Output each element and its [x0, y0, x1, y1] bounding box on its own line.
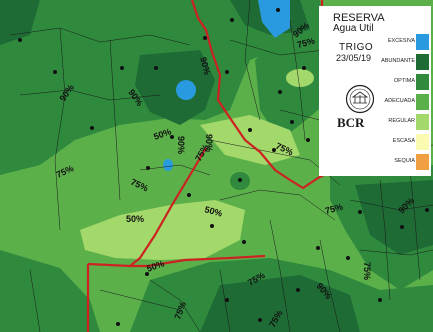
legend-item-escasa: ESCASA [367, 132, 431, 152]
legend-item-label: ESCASA [392, 138, 415, 144]
legend-brand: BCR [337, 115, 365, 130]
legend-item-label: REGULAR [388, 118, 415, 124]
province-boundary-east [190, 0, 331, 190]
legend-item-label: SEQUIA [394, 158, 415, 164]
weather-stations [18, 8, 429, 326]
legend-swatch [416, 154, 429, 170]
legend-title: RESERVA [333, 12, 385, 24]
isoline-label: 75% [324, 202, 344, 216]
legend-item-label: ABUNDANTE [381, 58, 415, 64]
zone-excesiva-center [176, 80, 196, 100]
bcr-seal-icon [345, 84, 375, 114]
isoline-label: 90% [204, 134, 214, 152]
legend-item-adecuada: ADECUADA [367, 92, 431, 112]
isoline-label: 50% [203, 204, 223, 218]
zone-regular-central [80, 200, 245, 260]
province-boundary-diagonal [129, 147, 207, 267]
legend-item-excesiva: EXCESIVA [367, 32, 431, 52]
isoline-label: 90% [198, 56, 212, 76]
legend-crop: TRIGO [339, 42, 374, 53]
zone-excesiva-north [258, 0, 290, 38]
zone-optima-southwest [0, 250, 100, 332]
legend-swatch [416, 94, 429, 110]
zone-excesiva-small [163, 159, 173, 171]
isoline-label: 50% [126, 214, 144, 224]
zone-abundante-south [200, 275, 360, 332]
legend-date: 23/05/19 [336, 53, 372, 63]
zone-abundante-east [355, 180, 433, 255]
legend-swatch [416, 134, 429, 150]
department-boundaries [9, 0, 433, 332]
legend-item-sequia: SEQUIA [367, 152, 431, 172]
zone-optima-northeast [255, 0, 330, 140]
zone-regular-mid [200, 115, 300, 165]
legend-item-label: EXCESIVA [387, 38, 415, 44]
legend-panel: RESERVA Agua Util TRIGO 23/05/19 BCR EXC… [319, 6, 431, 176]
zone-regular-northeast [286, 69, 314, 87]
legend-swatch [416, 54, 429, 70]
zone-abundante-northwest [0, 0, 40, 45]
legend-item-abundante: ABUNDANTE [367, 52, 431, 72]
legend-swatch [416, 34, 429, 50]
legend-item-optima: OPTIMA [367, 72, 431, 92]
legend-swatch [416, 114, 429, 130]
province-boundary-south [87, 254, 266, 268]
legend-swatch [416, 74, 429, 90]
legend-item-label: OPTIMA [393, 78, 415, 84]
isoline-label: 90% [176, 136, 186, 154]
legend-item-label: ADECUADA [384, 98, 415, 104]
isoline-label: 75% [362, 262, 372, 280]
legend-item-regular: REGULAR [367, 112, 431, 132]
legend-subtitle: Agua Util [333, 23, 374, 34]
isoline-label: 75% [296, 36, 316, 50]
